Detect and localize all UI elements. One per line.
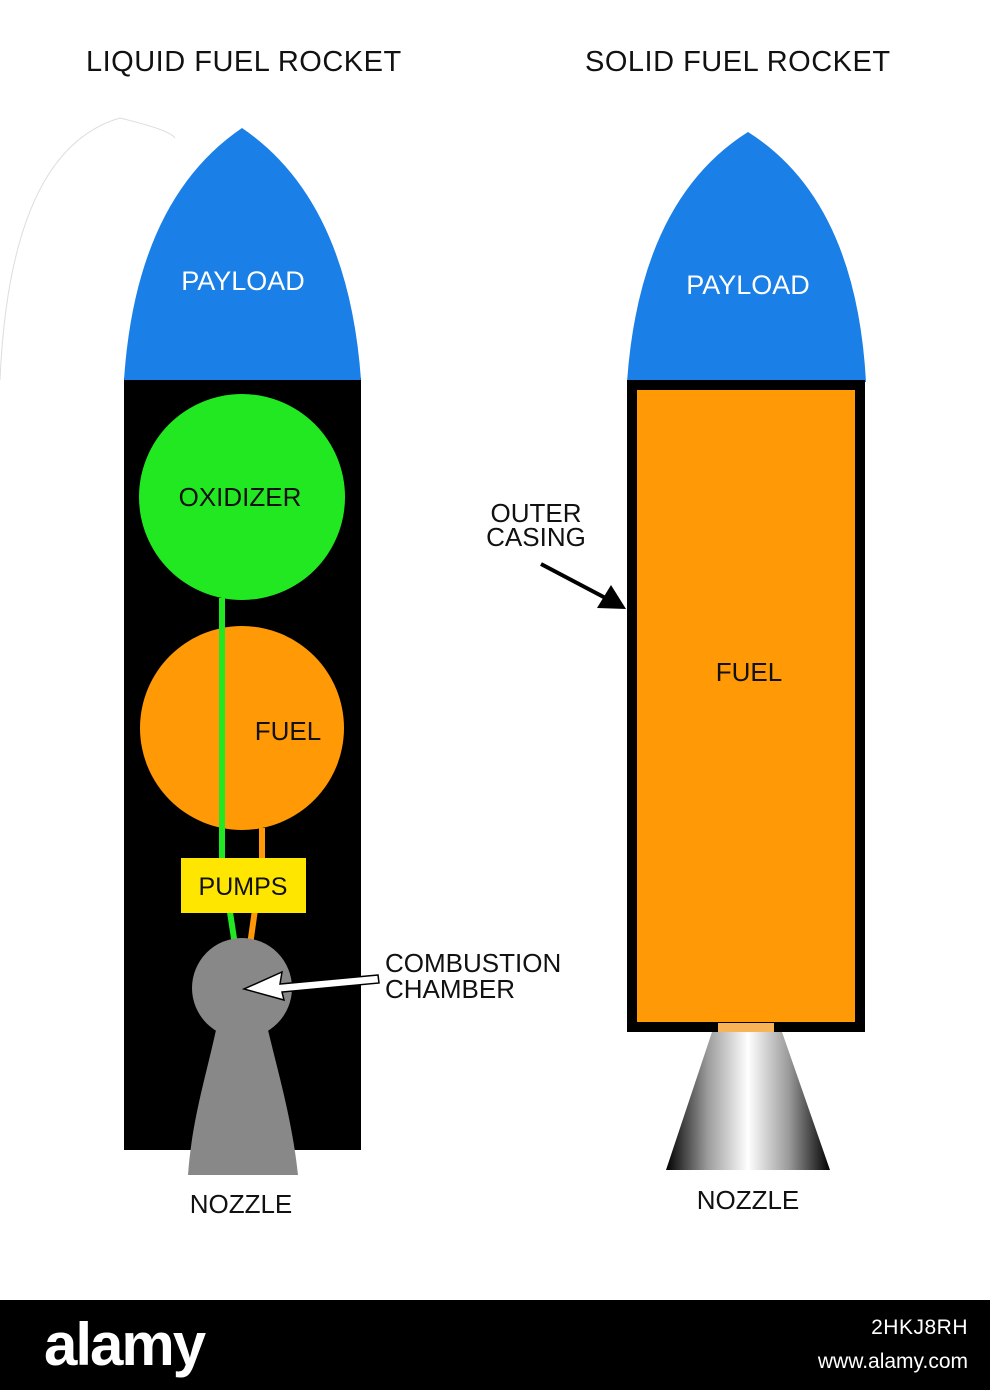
solid-rocket-title: SOLID FUEL ROCKET	[585, 46, 891, 78]
solid-payload-cone	[627, 132, 866, 382]
liquid-payload-cone	[124, 128, 361, 380]
fuel-tank	[140, 626, 344, 830]
watermark-footer: alamy 2HKJ8RH www.alamy.com	[0, 1300, 990, 1390]
oxidizer-tank	[139, 394, 345, 600]
nozzle-glow	[718, 1023, 774, 1033]
solid-fuel-casing	[627, 380, 865, 1032]
solid-rocket: PAYLOAD FUEL NOZZLE OUTER CASING	[486, 132, 866, 1215]
liquid-nozzle-label: NOZZLE	[190, 1189, 293, 1219]
oxidizer-label: OXIDIZER	[179, 482, 302, 512]
faint-outline	[0, 117, 176, 381]
outer-casing-arrowhead	[597, 585, 626, 609]
outer-casing-label-line1: OUTER	[491, 498, 582, 528]
image-id: 2HKJ8RH	[871, 1316, 968, 1339]
combustion-chamber	[192, 938, 292, 1038]
solid-fuel-label: FUEL	[716, 657, 782, 687]
liquid-nozzle-shape	[188, 1030, 298, 1175]
solid-nozzle	[666, 1032, 830, 1170]
pumps-label: PUMPS	[199, 873, 288, 901]
combustion-label-line1: COMBUSTION	[385, 948, 561, 978]
pumps-box	[181, 858, 306, 913]
rocket-diagram: PAYLOAD OXIDIZER FUEL PUMPS COMBUSTION C…	[0, 117, 866, 1219]
combustion-label-line2: CHAMBER	[385, 974, 515, 1004]
liquid-rocket: PAYLOAD OXIDIZER FUEL PUMPS COMBUSTION C…	[124, 128, 561, 1219]
outer-casing-label-line2: CASING	[486, 522, 586, 552]
solid-nozzle-label: NOZZLE	[697, 1185, 800, 1215]
liquid-fuel-label: FUEL	[255, 716, 321, 746]
solid-payload-label: PAYLOAD	[686, 270, 810, 300]
liquid-rocket-title: LIQUID FUEL ROCKET	[86, 46, 402, 78]
alamy-logo: alamy	[44, 1311, 206, 1378]
outer-casing-arrow	[540, 562, 616, 605]
combustion-arrow	[241, 970, 380, 1002]
site-url: www.alamy.com	[817, 1350, 968, 1373]
liquid-payload-label: PAYLOAD	[181, 266, 305, 296]
